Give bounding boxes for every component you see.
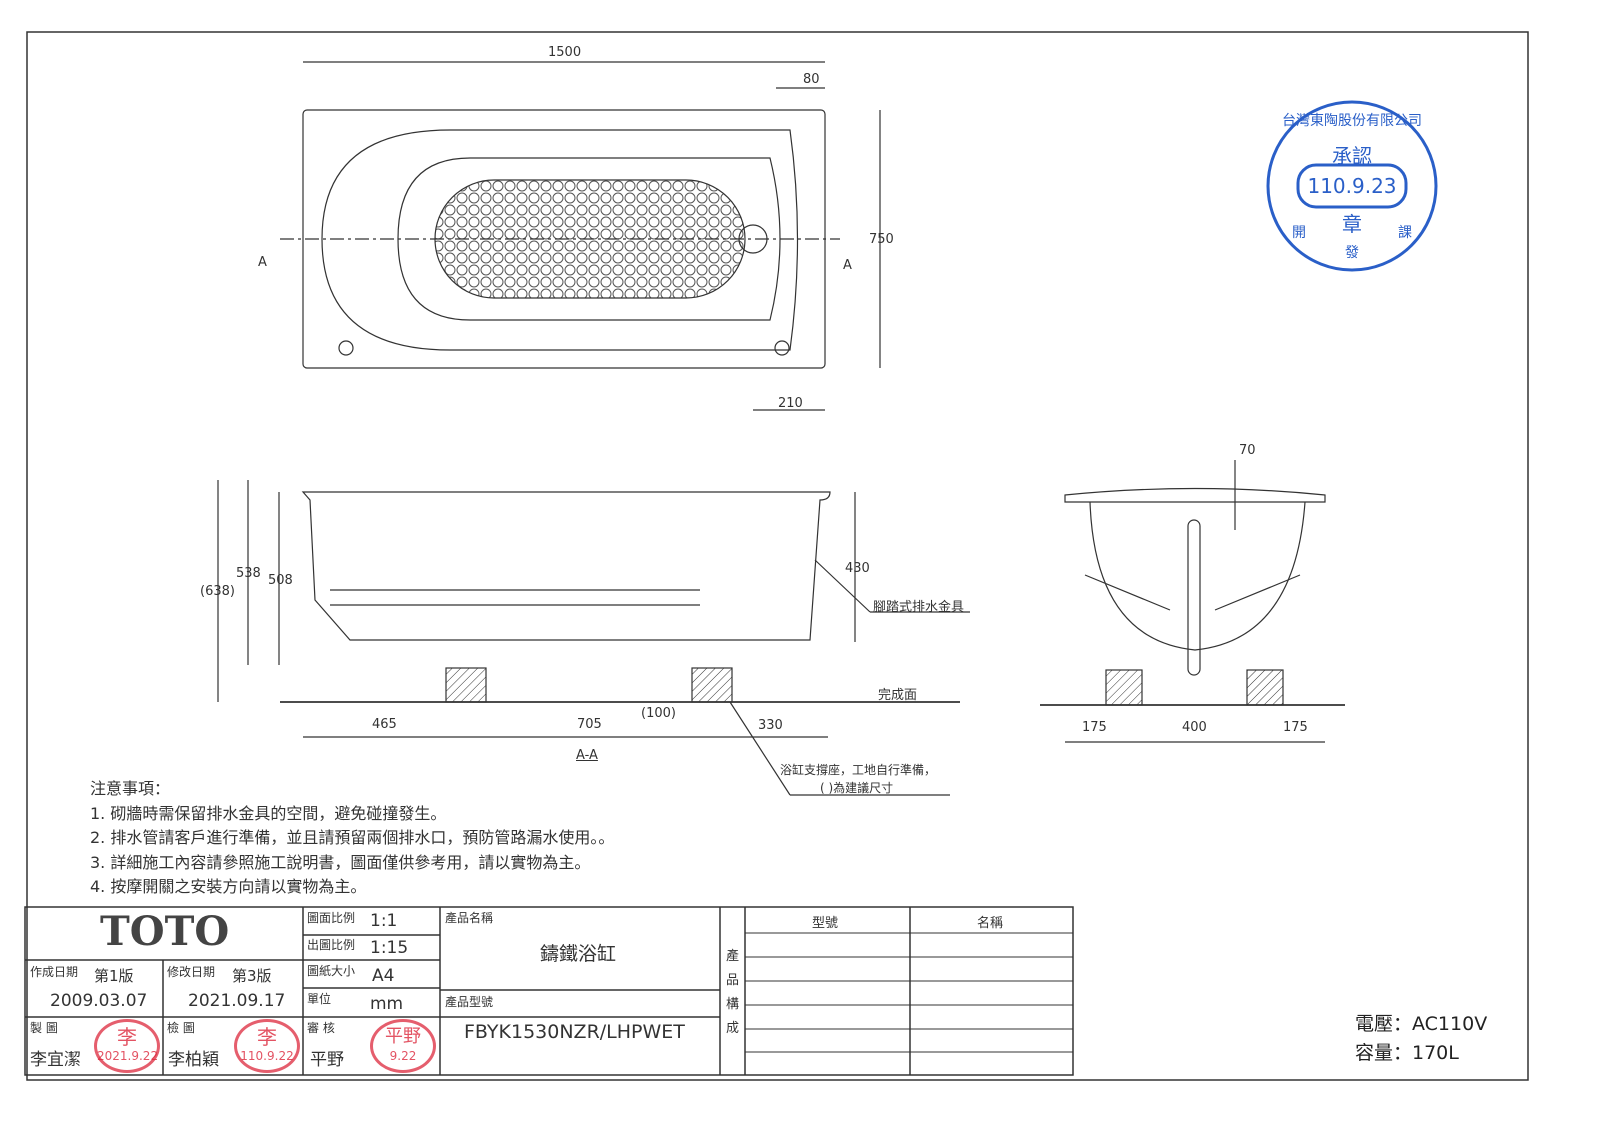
scale-label: 圖面比例 <box>307 911 356 925</box>
section-mark-right: A <box>843 258 852 273</box>
checked-label: 檢 圖 <box>167 1021 195 1035</box>
note-item: 4. 按摩開關之安裝方向請以實物為主。 <box>90 877 367 896</box>
dim-538: 538 <box>236 566 261 581</box>
unit-label: 單位 <box>307 992 332 1006</box>
dim-175-right: 175 <box>1283 720 1308 735</box>
drawn-label: 製 圖 <box>30 1021 58 1035</box>
dim-width: 750 <box>869 232 894 247</box>
stamp-title: 承認 <box>1332 144 1372 168</box>
column-name: 名稱 <box>977 916 1004 931</box>
dim-100: (100) <box>641 706 676 721</box>
dim-508: 508 <box>268 573 293 588</box>
stamp-seal: 章 <box>1342 212 1362 236</box>
dim-400: 400 <box>1182 720 1207 735</box>
stamp-date: 2021.9.22 <box>97 1049 159 1063</box>
dim-175-left: 175 <box>1082 720 1107 735</box>
product-model: FBYK1530NZR/LHPWET <box>464 1021 685 1043</box>
stamp-name: 李 <box>117 1025 137 1049</box>
approved-label: 審 核 <box>307 1021 335 1035</box>
dim-length: 1500 <box>548 45 582 60</box>
capacity: 容量：170L <box>1355 1042 1459 1064</box>
stamp-name: 平野 <box>385 1026 421 1047</box>
print-scale-value: 1:15 <box>370 938 409 958</box>
note-item: 3. 詳細施工內容請參照施工說明書，圖面僅供參考用，請以實物為主。 <box>90 852 591 872</box>
section-mark-left: A <box>258 255 267 270</box>
dim-430: 430 <box>845 561 870 576</box>
toto-logo: TOTO <box>100 908 230 955</box>
unit-value: mm <box>370 994 404 1014</box>
modified-label: 修改日期 <box>167 965 216 979</box>
approval-stamp <box>1266 100 1438 272</box>
dim-638: (638) <box>200 584 235 599</box>
callout-drain-fitting: 腳踏式排水金具 <box>873 600 965 615</box>
created-date: 2009.03.07 <box>50 991 148 1011</box>
section-label: A-A <box>576 748 598 763</box>
approved-by: 平野 <box>310 1050 344 1070</box>
stamp-date: 110.9.23 <box>1307 174 1397 198</box>
end-view <box>1040 460 1345 743</box>
approved-stamp: 平野 9.22 <box>370 1019 436 1073</box>
paper-value: A4 <box>372 966 395 986</box>
notes-title: 注意事項： <box>90 779 171 798</box>
dim-330: 330 <box>758 718 783 733</box>
modified-version: 第3版 <box>232 967 272 985</box>
column-model: 型號 <box>812 916 839 931</box>
note-item: 2. 排水管請客戶進行準備，並且請預留兩個排水口，預防管路漏水使用。。 <box>90 828 615 847</box>
composition-label: 產品構成 <box>726 949 740 1036</box>
title-block-grid <box>24 906 1074 1076</box>
notes: 注意事項： 1. 砌牆時需保留排水金具的空間，避免碰撞發生。 2. 排水管請客戶… <box>90 777 614 900</box>
note-item: 1. 砌牆時需保留排水金具的空間，避免碰撞發生。 <box>90 803 447 823</box>
dim-offset: 80 <box>803 72 820 87</box>
top-view <box>280 61 881 411</box>
dim-drain: 210 <box>778 396 803 411</box>
callout-support-2: ( )為建議尺寸 <box>820 781 894 795</box>
stamp-company: 台灣東陶股份有限公司 <box>1282 113 1422 129</box>
stamp-date: 110.9.22 <box>240 1049 294 1063</box>
created-version: 第1版 <box>94 967 134 985</box>
modified-date: 2021.09.17 <box>188 991 286 1011</box>
stamp-dept: 課 <box>1398 225 1412 241</box>
dim-465: 465 <box>372 717 397 732</box>
callout-finish-floor: 完成面 <box>878 688 918 703</box>
paper-label: 圖紙大小 <box>307 964 356 978</box>
print-scale-label: 出圖比例 <box>307 938 356 952</box>
callout-support-1: 浴缸支撐座，工地自行準備， <box>780 763 937 777</box>
sheet-border <box>26 31 1529 1081</box>
product-model-label: 產品型號 <box>445 995 494 1009</box>
product-name: 鑄鐵浴缸 <box>540 943 617 965</box>
dim-70: 70 <box>1239 443 1256 458</box>
scale-value: 1:1 <box>370 911 398 931</box>
product-name-label: 產品名稱 <box>445 911 494 925</box>
stamp-date: 9.22 <box>389 1049 417 1063</box>
approval-stamp-text: 台灣東陶股份有限公司 承認 110.9.23 章 開 發 課 <box>1268 102 1436 270</box>
side-view <box>217 480 970 796</box>
drawn-by: 李宜潔 <box>30 1050 81 1070</box>
voltage: 電壓：AC110V <box>1355 1013 1488 1035</box>
stamp-dept: 發 <box>1345 245 1359 261</box>
stamp-name: 李 <box>257 1025 277 1049</box>
created-label: 作成日期 <box>30 965 79 979</box>
dim-705: 705 <box>577 717 602 732</box>
checked-by: 李柏穎 <box>168 1050 219 1070</box>
stamp-dept: 開 <box>1292 225 1306 241</box>
